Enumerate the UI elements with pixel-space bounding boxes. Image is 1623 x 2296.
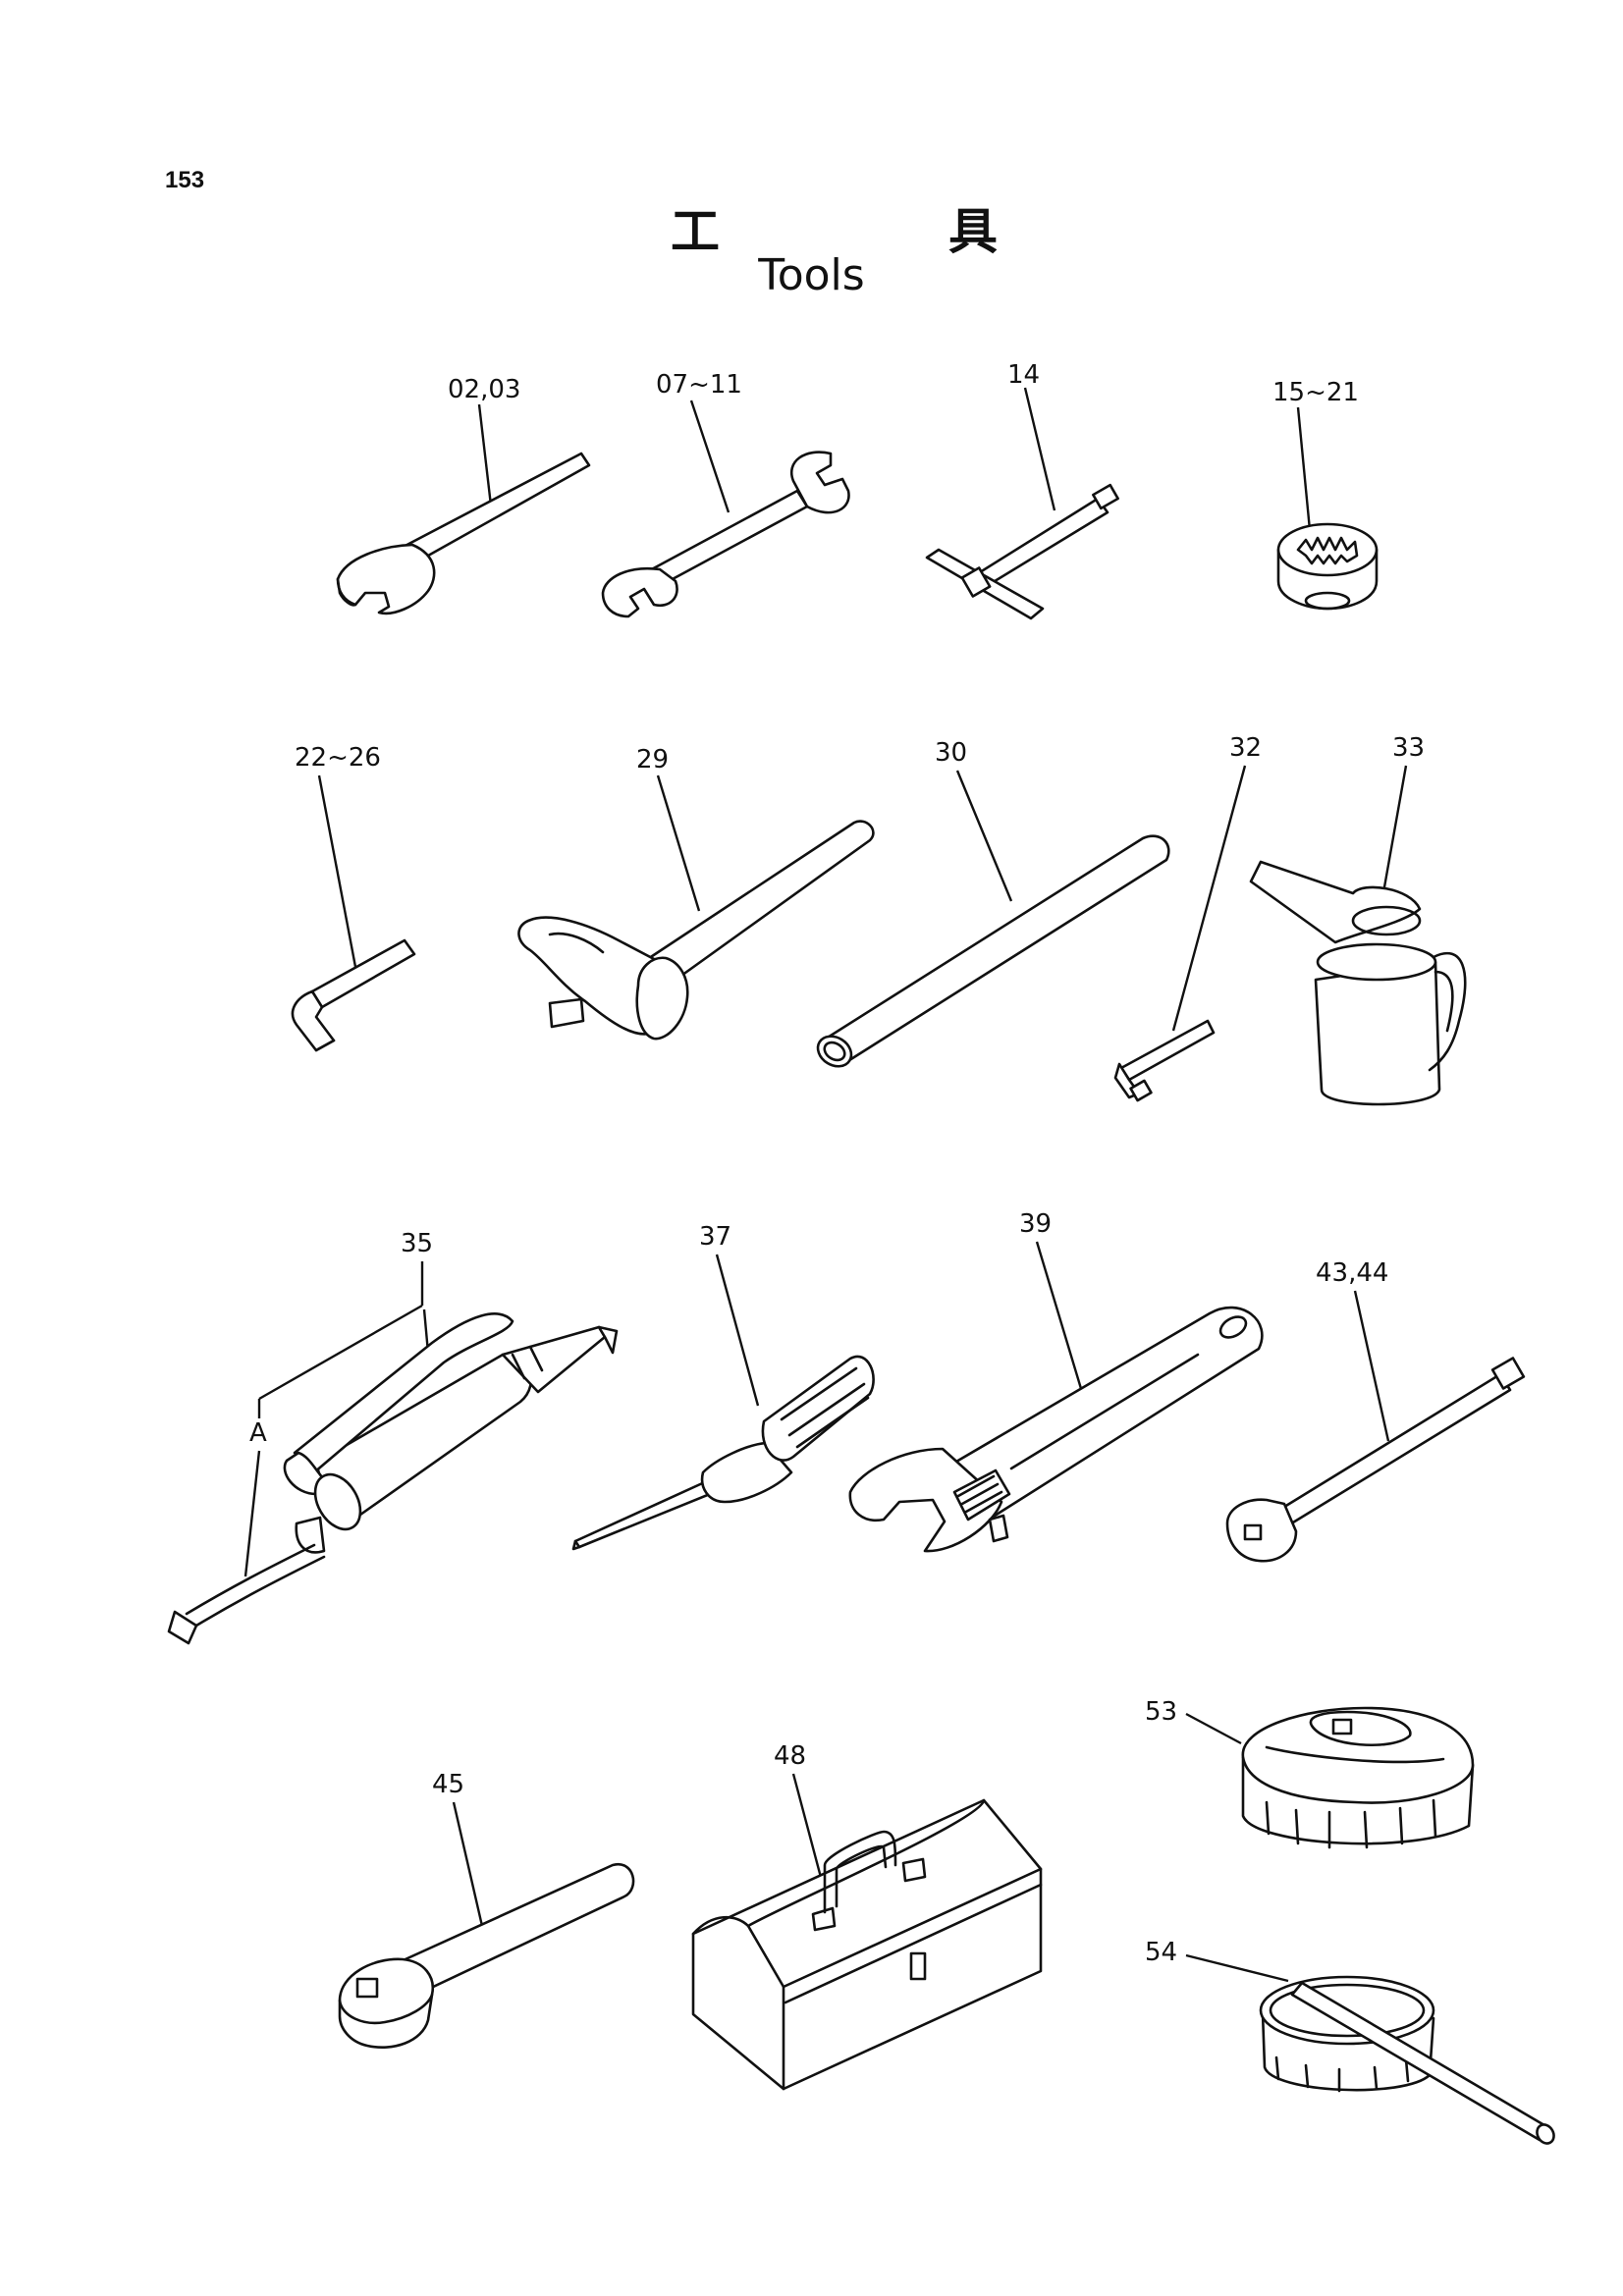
part-label: 02,03	[448, 375, 520, 404]
leader-line	[1023, 387, 1056, 511]
hex-key-icon	[291, 938, 416, 1052]
part-35: 35 A	[167, 1229, 619, 1645]
title-char-2: 具	[948, 203, 998, 260]
leader-line	[1296, 406, 1312, 531]
part-53: 53	[1145, 1697, 1475, 1849]
sub-label-a: A	[249, 1418, 267, 1448]
leader-line	[689, 400, 730, 513]
leader-line	[1185, 1712, 1242, 1745]
t-socket-wrench-icon	[925, 483, 1119, 620]
part-32: 32	[1113, 733, 1262, 1102]
title-en: Tools	[758, 250, 865, 300]
part-label: 32	[1229, 733, 1262, 763]
part-label: 43,44	[1316, 1258, 1388, 1288]
leader-line	[791, 1773, 825, 1886]
part-48: 48	[691, 1741, 1043, 2091]
leader-line	[317, 774, 357, 968]
tool-box-icon	[691, 1798, 1043, 2091]
grease-gun-icon	[167, 1312, 619, 1645]
leader-line	[955, 770, 1013, 902]
part-15-21: 15~21	[1272, 378, 1379, 611]
part-45: 45	[338, 1770, 635, 2050]
l-socket-wrench-icon	[1113, 1019, 1216, 1102]
part-label: 30	[935, 738, 967, 768]
part-label: 48	[774, 1741, 806, 1771]
part-43-44: 43,44	[1225, 1258, 1526, 1563]
filter-wrench-cap-icon	[1241, 1706, 1475, 1849]
title-char-1: 工	[671, 203, 720, 260]
part-label: 22~26	[295, 743, 381, 773]
part-label: 33	[1392, 733, 1425, 763]
leader-line	[1353, 1290, 1390, 1442]
part-label: 54	[1145, 1938, 1177, 1967]
part-22-26: 22~26	[291, 743, 416, 1052]
part-label: 39	[1019, 1209, 1052, 1239]
leader-line	[477, 403, 493, 507]
double-open-end-wrench-icon	[601, 451, 850, 618]
pipe-icon	[816, 834, 1170, 1068]
ratchet-handle-icon	[338, 1862, 635, 2050]
leader-line	[452, 1801, 487, 1940]
part-29: 29	[517, 745, 875, 1041]
leader-line	[1035, 1241, 1084, 1393]
screwdriver-icon	[571, 1355, 875, 1551]
leader-line	[1171, 765, 1247, 1032]
part-label: 45	[432, 1770, 464, 1799]
part-label: 53	[1145, 1697, 1177, 1727]
part-label: 14	[1007, 360, 1040, 390]
filter-wrench-band-icon	[1259, 1975, 1555, 2145]
leader-line	[1380, 765, 1408, 899]
part-label: 15~21	[1272, 378, 1359, 407]
part-02-03: 02,03	[336, 375, 591, 615]
leader-line	[715, 1254, 760, 1407]
part-label: 07~11	[656, 370, 742, 400]
part-label: 35	[401, 1229, 433, 1258]
open-end-wrench-icon	[336, 452, 591, 615]
part-37: 37	[571, 1222, 875, 1551]
part-label: 37	[699, 1222, 731, 1252]
leader-line	[656, 774, 701, 912]
leader-line-a	[243, 1450, 261, 1577]
part-33: 33	[1249, 733, 1467, 1106]
hammer-icon	[517, 820, 875, 1041]
socket-icon	[1276, 522, 1379, 611]
adjustable-wrench-icon	[848, 1306, 1264, 1553]
part-39: 39	[848, 1209, 1264, 1553]
part-30: 30	[816, 738, 1170, 1068]
part-07-11: 07~11	[601, 370, 850, 618]
part-14: 14	[925, 360, 1119, 620]
part-54: 54	[1145, 1938, 1555, 2145]
bracket-line	[258, 1304, 423, 1401]
page-number: 153	[165, 167, 205, 193]
part-label: 29	[636, 745, 669, 774]
extension-bar-icon	[1225, 1357, 1526, 1563]
leader-line	[1185, 1953, 1289, 1983]
oil-can-icon	[1249, 860, 1467, 1106]
